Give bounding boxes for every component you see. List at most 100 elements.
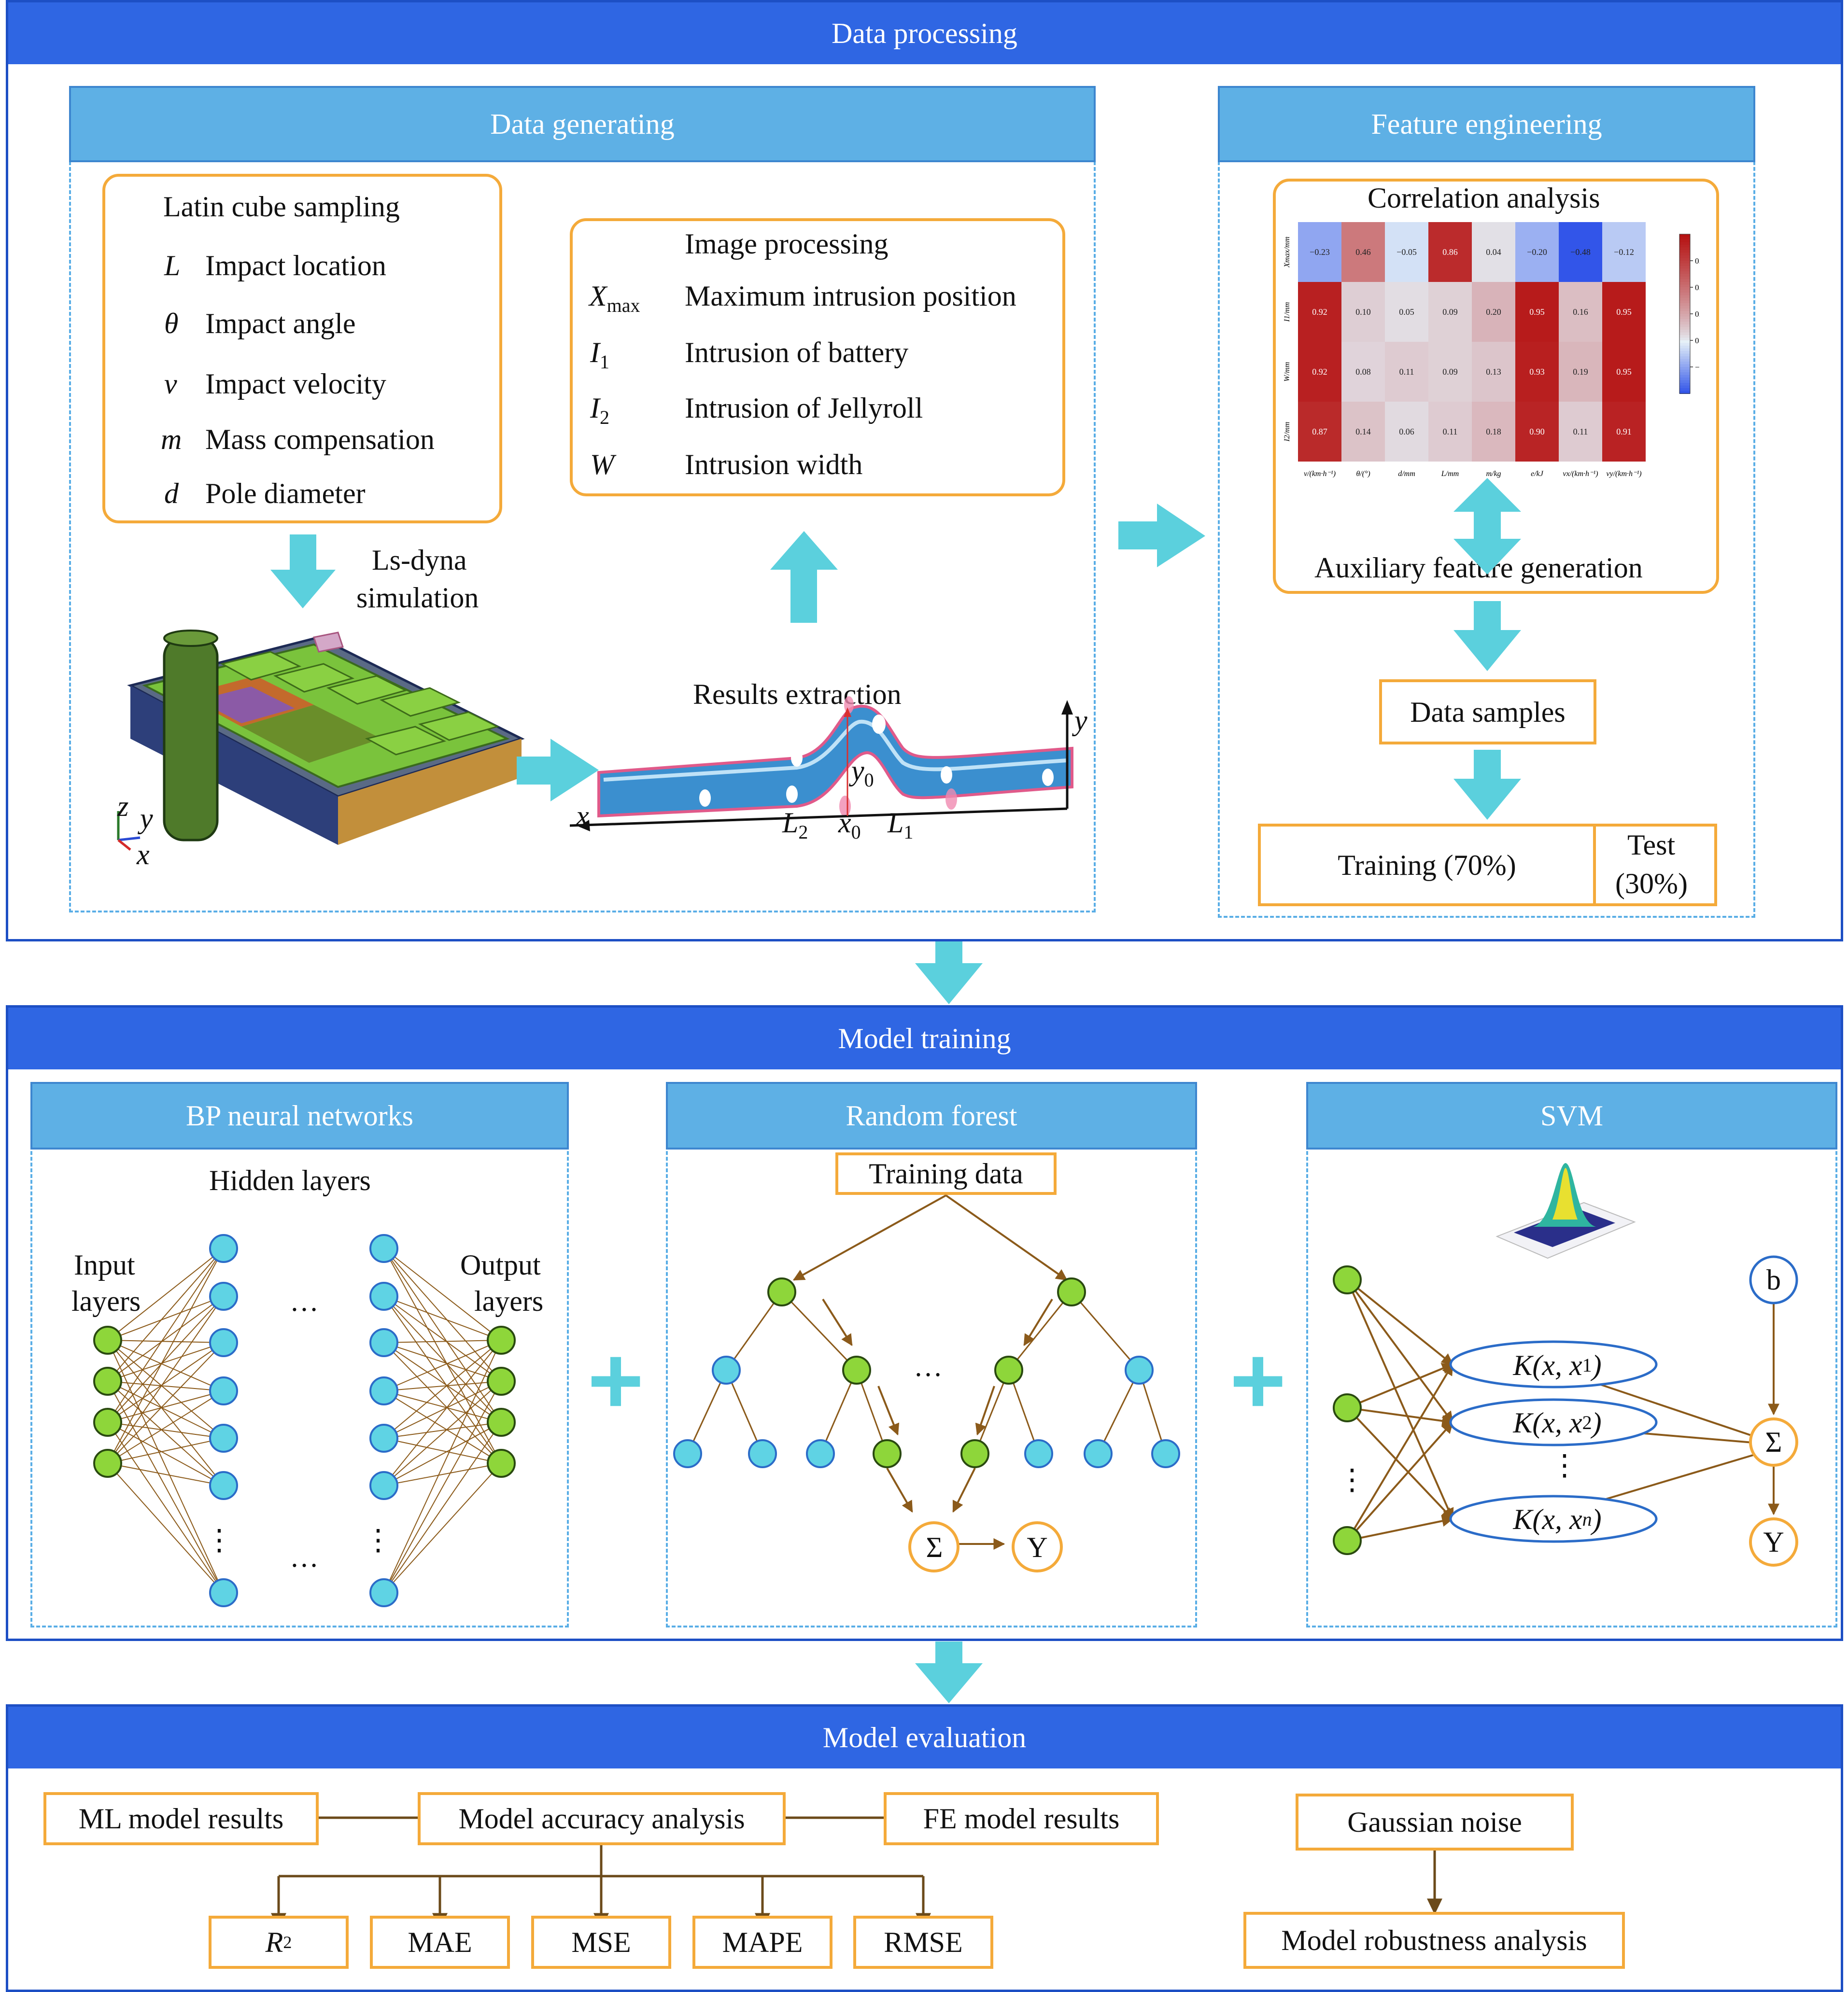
colorbar-segment xyxy=(1679,369,1690,373)
colorbar-segment xyxy=(1679,263,1690,267)
data-processing-section: Data processing xyxy=(6,0,1843,941)
bp-connection xyxy=(107,1248,224,1341)
rf-edge xyxy=(1008,1291,1072,1371)
hidden-neuron xyxy=(209,1328,238,1357)
data-processing-header: Data processing xyxy=(8,2,1841,64)
bp-connection xyxy=(383,1248,502,1341)
colorbar-segment xyxy=(1679,356,1690,360)
colorbar-segment xyxy=(1679,258,1690,261)
accuracy-analysis-box xyxy=(418,1792,786,1845)
plus-icon: + xyxy=(1229,1327,1286,1434)
tree-leaf-node xyxy=(712,1356,741,1385)
feature-engineering-header: Feature engineering xyxy=(1218,86,1755,162)
bp-connection xyxy=(383,1342,502,1382)
heatmap-value: 0.19 xyxy=(1573,367,1588,377)
model-evaluation-header: Model evaluation xyxy=(8,1707,1841,1768)
profile-l1-label: L1 xyxy=(888,807,914,843)
battery-pack-illustration xyxy=(127,630,525,845)
bp-connections xyxy=(107,1248,502,1593)
heatmap-cell xyxy=(1602,222,1646,282)
metric-rmse-label: RMSE xyxy=(884,1926,963,1958)
colorbar-tick-label: 0.25 xyxy=(1695,309,1700,319)
test-split-label-2: (30%) xyxy=(1615,868,1688,899)
rf-edge xyxy=(1097,1370,1140,1454)
bp-connection xyxy=(383,1340,502,1486)
colorbar-segment xyxy=(1679,380,1690,383)
heatmap-value: 0.95 xyxy=(1529,307,1545,317)
colorbar-segment xyxy=(1679,332,1690,336)
colorbar-segment xyxy=(1679,242,1690,245)
svm-vdots-kernels: ⋮ xyxy=(1550,1449,1579,1481)
bp-connection xyxy=(107,1463,224,1593)
bp-connection xyxy=(383,1381,502,1593)
input-neuron xyxy=(93,1367,122,1396)
bp-vdots-left: ⋮ xyxy=(205,1524,234,1556)
heatmap-value: 0.04 xyxy=(1486,247,1501,257)
colorbar-segment xyxy=(1679,364,1690,367)
colorbar-tick-label: 0.50 xyxy=(1695,283,1700,292)
image-processing-box xyxy=(570,218,1065,496)
rf-edge xyxy=(856,1370,888,1454)
colorbar-segment xyxy=(1679,255,1690,259)
robustness-box xyxy=(1243,1912,1625,1969)
xyz-axes-icon xyxy=(117,811,141,851)
latin-symbol: θ xyxy=(164,308,179,339)
rf-edge xyxy=(725,1291,783,1371)
latin-label: Mass compensation xyxy=(205,423,435,455)
rf-edge xyxy=(1071,1291,1140,1371)
svm-input-node xyxy=(1333,1393,1362,1422)
gaussian-noise-label: Gaussian noise xyxy=(1347,1806,1522,1838)
hidden-neuron xyxy=(369,1282,398,1311)
heatmap-value: 0.06 xyxy=(1399,427,1414,436)
bp-connection xyxy=(383,1463,502,1486)
bp-vdots-right: ⋮ xyxy=(364,1524,393,1556)
image-symbol: Xmax xyxy=(589,280,640,316)
heatmap-value: 0.10 xyxy=(1355,307,1371,317)
colorbar-segment xyxy=(1679,234,1690,238)
bp-connection xyxy=(107,1342,224,1382)
heatmap-value: 0.11 xyxy=(1573,427,1588,436)
tree-leaf-node xyxy=(806,1439,835,1468)
heatmap-row-label: W/mm xyxy=(1283,362,1291,382)
data-generating-title: Data generating xyxy=(490,108,675,140)
heatmap-col-label: L/mm xyxy=(1441,470,1459,478)
bp-connection xyxy=(107,1438,224,1464)
metric-mape-box xyxy=(692,1916,832,1969)
colorbar-segment xyxy=(1679,348,1690,351)
model-training-title: Model training xyxy=(838,1022,1011,1054)
data-samples-label: Data samples xyxy=(1410,696,1566,728)
bp-connection xyxy=(107,1248,224,1464)
training-data-box xyxy=(835,1152,1057,1195)
rf-edge xyxy=(886,1467,913,1513)
rf-path-arrow xyxy=(975,1386,995,1436)
bp-connection xyxy=(107,1381,224,1439)
svm-input-node xyxy=(1333,1265,1362,1294)
heatmap-cell xyxy=(1385,222,1428,282)
bp-hdots-bottom: … xyxy=(290,1541,319,1573)
hidden-neuron xyxy=(369,1234,398,1263)
tree-decision-node xyxy=(994,1356,1023,1385)
bp-connection xyxy=(383,1381,502,1486)
hidden-neuron xyxy=(369,1328,398,1357)
heatmap-cell xyxy=(1385,342,1428,402)
rf-output-node xyxy=(1012,1521,1063,1572)
rf-edge xyxy=(687,1370,727,1454)
colorbar-segment xyxy=(1679,284,1690,288)
colorbar-segment xyxy=(1679,324,1690,328)
svm-kernel-node xyxy=(1449,1398,1658,1446)
colorbar-segment xyxy=(1679,298,1690,301)
latin-label: Impact angle xyxy=(205,308,356,339)
svm-edge xyxy=(1346,1363,1453,1542)
bp-connection xyxy=(107,1340,224,1593)
fe-results-label: FE model results xyxy=(923,1803,1120,1835)
image-symbol: I2 xyxy=(590,392,609,428)
heatmap-col-label: vx/(km·h⁻¹) xyxy=(1563,470,1598,478)
image-symbol: W xyxy=(590,449,614,480)
image-label: Maximum intrusion position xyxy=(685,280,1016,312)
feature-engineering-panel: Feature engineering xyxy=(1218,86,1755,918)
metric-r2-box xyxy=(209,1916,349,1969)
svm-output-node xyxy=(1749,1517,1798,1567)
heatmap-value: −0.12 xyxy=(1614,247,1634,257)
